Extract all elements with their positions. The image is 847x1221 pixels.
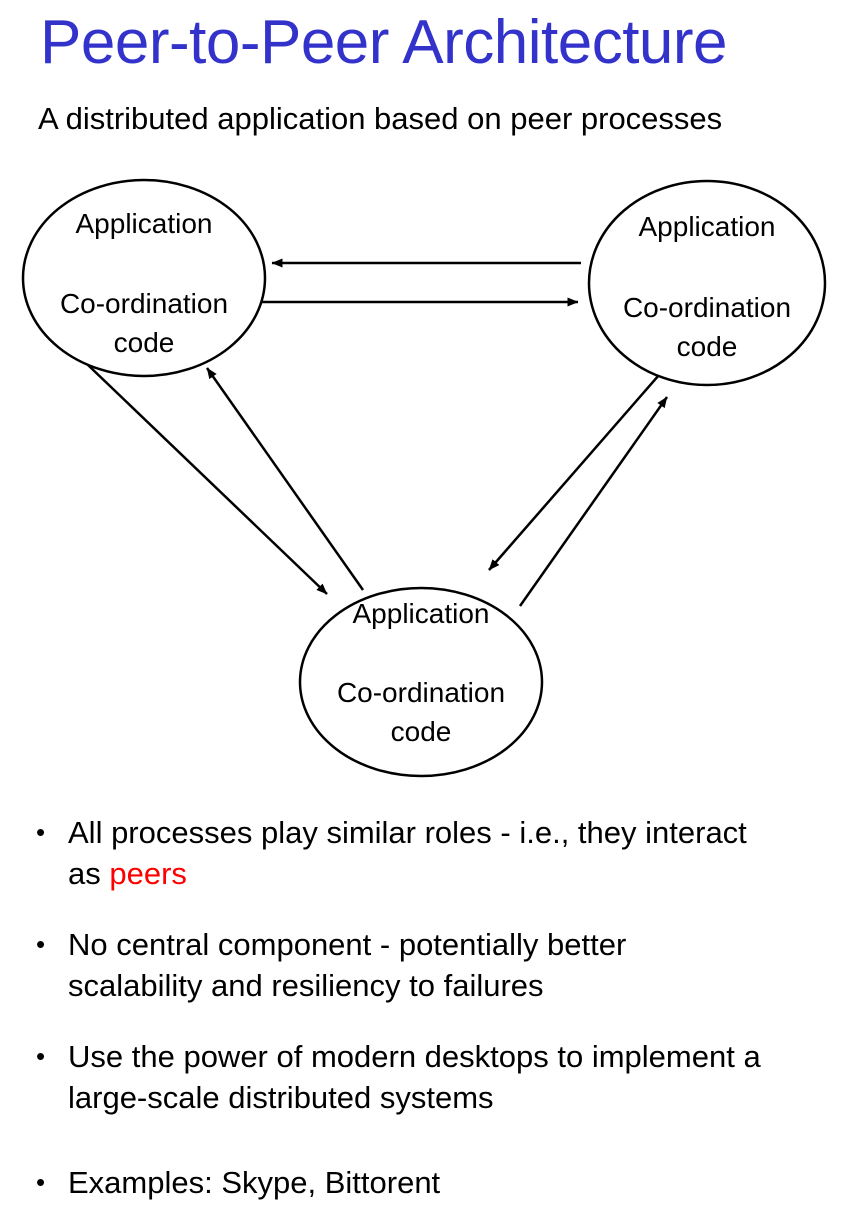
node-peer-right-shape [587, 179, 827, 387]
node-peer-bottom-line1: Application [353, 598, 490, 629]
list-item: • Examples: Skype, Bittorent [0, 1162, 847, 1203]
bullet-marker-icon: • [36, 1041, 46, 1071]
bullet-text-pre: All processes play similar roles - i.e.,… [68, 815, 747, 891]
list-item: • All processes play similar roles - i.e… [0, 812, 847, 894]
edge-left-to-bottom [87, 364, 328, 595]
bullet-highlight-peers: peers [109, 856, 187, 891]
bullet-text: All processes play similar roles - i.e.,… [68, 812, 768, 894]
bullet-text: Examples: Skype, Bittorent [68, 1165, 441, 1200]
node-peer-left-line3: code [114, 327, 175, 358]
bullet-text: No central component - potentially bette… [68, 927, 627, 1003]
edge-bottom-to-left [205, 367, 365, 591]
node-peer-right-line1: Application [639, 211, 776, 242]
page-title: Peer-to-Peer Architecture [40, 8, 728, 77]
node-peer-left-shape [21, 178, 267, 378]
node-peer-right[interactable]: Application Co-ordination code [587, 179, 827, 387]
node-peer-right-line3: code [677, 331, 738, 362]
bullet-text: Use the power of modern desktops to impl… [68, 1039, 761, 1115]
node-peer-bottom-line3: code [391, 716, 452, 747]
edge-right-to-bottom [488, 374, 660, 571]
node-peer-bottom-line2: Co-ordination [337, 677, 505, 708]
bullet-marker-icon: • [36, 929, 46, 959]
node-peer-bottom-shape [298, 586, 544, 778]
peer-to-peer-diagram: Application Co-ordination code Applicati… [0, 160, 847, 800]
bullet-list: • All processes play similar roles - i.e… [0, 812, 847, 1203]
list-item: • No central component - potentially bet… [0, 924, 847, 1006]
node-peer-left[interactable]: Application Co-ordination code [21, 178, 267, 378]
edge-bottom-to-right [518, 396, 669, 607]
page-subtitle: A distributed application based on peer … [38, 101, 723, 136]
node-peer-left-line1: Application [76, 208, 213, 239]
list-item: • Use the power of modern desktops to im… [0, 1036, 847, 1118]
bullet-marker-icon: • [36, 817, 46, 847]
node-peer-bottom[interactable]: Application Co-ordination code [298, 586, 544, 778]
bullet-marker-icon: • [36, 1167, 46, 1197]
node-peer-right-line2: Co-ordination [623, 292, 791, 323]
node-peer-left-line2: Co-ordination [60, 288, 228, 319]
